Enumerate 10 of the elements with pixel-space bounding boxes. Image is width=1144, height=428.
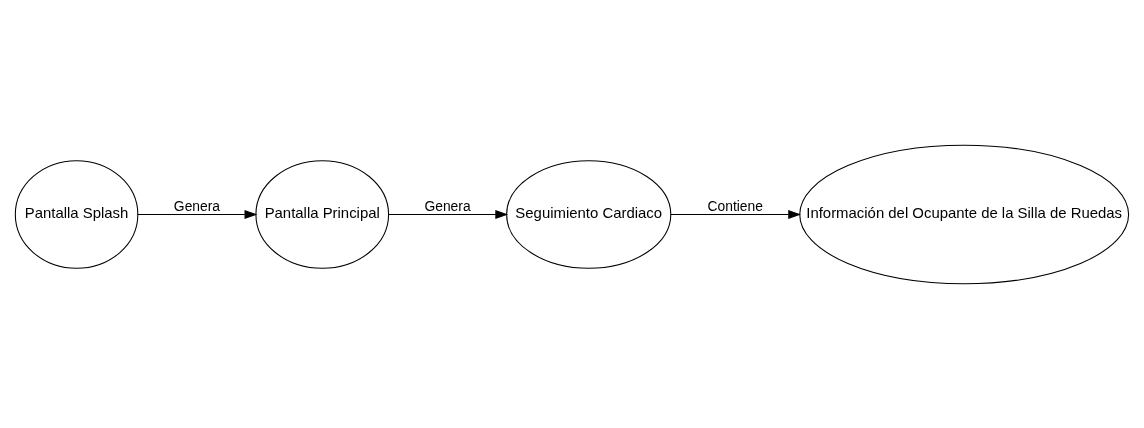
edge-label: Genera <box>424 197 471 214</box>
node-ellipse: Información del Ocupante de la Silla de Ruedas <box>799 144 1130 284</box>
arrow <box>388 209 509 219</box>
node-ellipse: Pantalla Splash <box>14 159 139 269</box>
node-ellipse: Seguimiento Cardiaco <box>506 159 672 269</box>
arrow <box>137 209 258 219</box>
node-ellipse: Pantalla Principal <box>255 159 390 269</box>
edge-label: Genera <box>173 197 221 214</box>
arrow <box>670 209 802 219</box>
edge-label: Contiene <box>707 197 763 214</box>
